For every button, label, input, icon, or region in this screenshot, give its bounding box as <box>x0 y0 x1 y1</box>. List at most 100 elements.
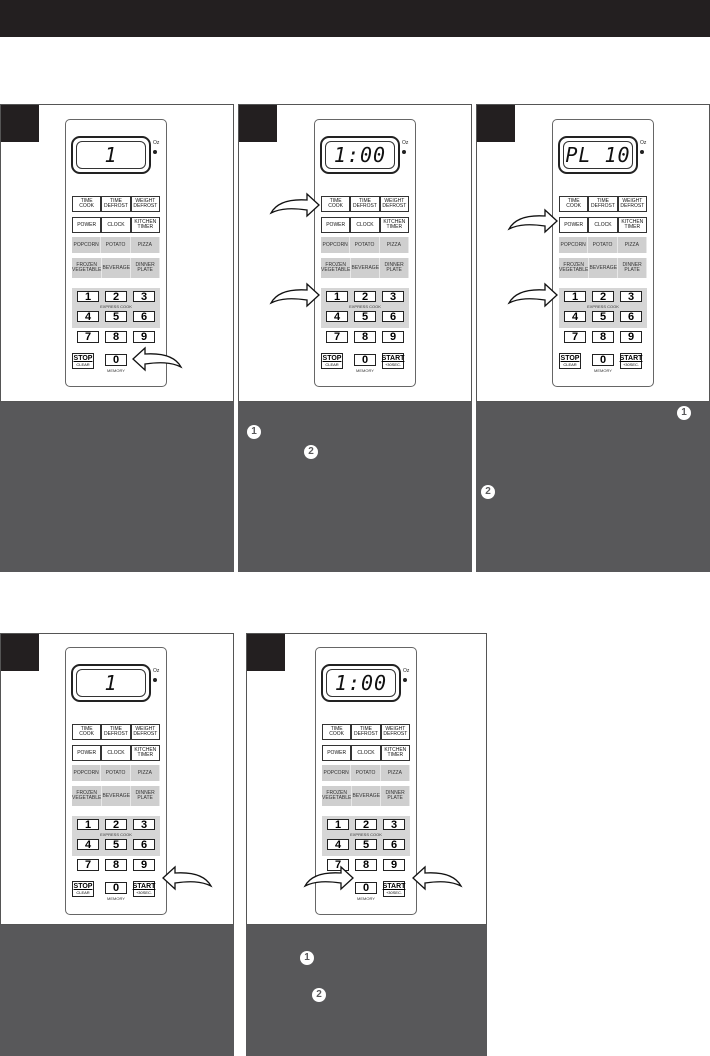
dinner-plate-key[interactable]: DINNER PLATE <box>380 258 410 278</box>
time-defrost-key[interactable]: TIME DEFROST <box>351 724 381 740</box>
power-key[interactable]: POWER <box>72 217 102 233</box>
power-key[interactable]: POWER <box>559 217 589 233</box>
popcorn-key[interactable]: POPCORN <box>322 765 352 781</box>
key-0[interactable]: 0 <box>105 354 127 366</box>
clock-key[interactable]: CLOCK <box>588 217 618 233</box>
key-6[interactable]: 6 <box>383 839 405 851</box>
key-4[interactable]: 4 <box>326 311 348 323</box>
dinner-plate-key[interactable]: DINNER PLATE <box>618 258 648 278</box>
key-8[interactable]: 8 <box>105 859 127 871</box>
power-key[interactable]: POWER <box>322 745 352 761</box>
pizza-key[interactable]: PIZZA <box>379 237 409 253</box>
key-8[interactable]: 8 <box>592 331 614 343</box>
key-4[interactable]: 4 <box>564 311 586 323</box>
start-button[interactable]: START+30SEC. <box>133 881 155 897</box>
key-4[interactable]: 4 <box>77 311 99 323</box>
clock-key[interactable]: CLOCK <box>350 217 380 233</box>
key-7[interactable]: 7 <box>77 331 99 343</box>
key-9[interactable]: 9 <box>383 859 405 871</box>
frozen-vegetable-key[interactable]: FROZEN VEGETABLE <box>322 786 353 806</box>
clock-key[interactable]: CLOCK <box>351 745 381 761</box>
power-key[interactable]: POWER <box>72 745 102 761</box>
key-5[interactable]: 5 <box>592 311 614 323</box>
key-6[interactable]: 6 <box>620 311 642 323</box>
key-6[interactable]: 6 <box>382 311 404 323</box>
weight-defrost-key[interactable]: WEIGHT DEFROST <box>379 196 409 212</box>
key-7[interactable]: 7 <box>327 859 349 871</box>
kitchen-timer-key[interactable]: KITCHEN TIMER <box>130 217 160 233</box>
pizza-key[interactable]: PIZZA <box>130 765 160 781</box>
time-defrost-key[interactable]: TIME DEFROST <box>588 196 618 212</box>
key-0[interactable]: 0 <box>354 354 376 366</box>
weight-defrost-key[interactable]: WEIGHT DEFROST <box>617 196 647 212</box>
potato-key[interactable]: POTATO <box>101 237 131 253</box>
weight-defrost-key[interactable]: WEIGHT DEFROST <box>130 724 160 740</box>
key-5[interactable]: 5 <box>355 839 377 851</box>
key-3[interactable]: 3 <box>620 291 642 303</box>
key-8[interactable]: 8 <box>355 859 377 871</box>
key-5[interactable]: 5 <box>105 311 127 323</box>
key-9[interactable]: 9 <box>620 331 642 343</box>
popcorn-key[interactable]: POPCORN <box>321 237 351 253</box>
pizza-key[interactable]: PIZZA <box>130 237 160 253</box>
key-9[interactable]: 9 <box>133 331 155 343</box>
popcorn-key[interactable]: POPCORN <box>559 237 589 253</box>
key-3[interactable]: 3 <box>133 291 155 303</box>
potato-key[interactable]: POTATO <box>351 765 381 781</box>
key-6[interactable]: 6 <box>133 839 155 851</box>
kitchen-timer-key[interactable]: KITCHEN TIMER <box>379 217 409 233</box>
start-button[interactable]: START+30SEC. <box>382 353 404 369</box>
key-1[interactable]: 1 <box>77 291 99 303</box>
potato-key[interactable]: POTATO <box>101 765 131 781</box>
pizza-key[interactable]: PIZZA <box>380 765 410 781</box>
power-key[interactable]: POWER <box>321 217 351 233</box>
key-1[interactable]: 1 <box>327 819 349 831</box>
dinner-plate-key[interactable]: DINNER PLATE <box>131 258 161 278</box>
key-2[interactable]: 2 <box>355 819 377 831</box>
time-cook-key[interactable]: TIME COOK <box>559 196 589 212</box>
dinner-plate-key[interactable]: DINNER PLATE <box>131 786 161 806</box>
key-5[interactable]: 5 <box>105 839 127 851</box>
key-3[interactable]: 3 <box>383 819 405 831</box>
time-cook-key[interactable]: TIME COOK <box>72 196 102 212</box>
popcorn-key[interactable]: POPCORN <box>72 765 102 781</box>
key-7[interactable]: 7 <box>77 859 99 871</box>
key-4[interactable]: 4 <box>77 839 99 851</box>
key-1[interactable]: 1 <box>326 291 348 303</box>
key-0[interactable]: 0 <box>355 882 377 894</box>
key-7[interactable]: 7 <box>326 331 348 343</box>
key-8[interactable]: 8 <box>354 331 376 343</box>
weight-defrost-key[interactable]: WEIGHT DEFROST <box>380 724 410 740</box>
key-2[interactable]: 2 <box>592 291 614 303</box>
key-3[interactable]: 3 <box>382 291 404 303</box>
pizza-key[interactable]: PIZZA <box>617 237 647 253</box>
beverage-key[interactable]: BEVERAGE <box>102 786 132 806</box>
key-2[interactable]: 2 <box>105 819 127 831</box>
potato-key[interactable]: POTATO <box>350 237 380 253</box>
time-cook-key[interactable]: TIME COOK <box>322 724 352 740</box>
popcorn-key[interactable]: POPCORN <box>72 237 102 253</box>
beverage-key[interactable]: BEVERAGE <box>589 258 619 278</box>
time-cook-key[interactable]: TIME COOK <box>321 196 351 212</box>
frozen-vegetable-key[interactable]: FROZEN VEGETABLE <box>559 258 590 278</box>
key-4[interactable]: 4 <box>327 839 349 851</box>
weight-defrost-key[interactable]: WEIGHT DEFROST <box>130 196 160 212</box>
key-3[interactable]: 3 <box>133 819 155 831</box>
kitchen-timer-key[interactable]: KITCHEN TIMER <box>380 745 410 761</box>
beverage-key[interactable]: BEVERAGE <box>352 786 382 806</box>
start-button[interactable]: START+30SEC. <box>383 881 405 897</box>
key-8[interactable]: 8 <box>105 331 127 343</box>
clock-key[interactable]: CLOCK <box>101 745 131 761</box>
key-0[interactable]: 0 <box>592 354 614 366</box>
key-6[interactable]: 6 <box>133 311 155 323</box>
time-cook-key[interactable]: TIME COOK <box>72 724 102 740</box>
key-2[interactable]: 2 <box>105 291 127 303</box>
start-button[interactable]: START+30SEC. <box>620 353 642 369</box>
potato-key[interactable]: POTATO <box>588 237 618 253</box>
key-9[interactable]: 9 <box>382 331 404 343</box>
frozen-vegetable-key[interactable]: FROZEN VEGETABLE <box>72 786 103 806</box>
